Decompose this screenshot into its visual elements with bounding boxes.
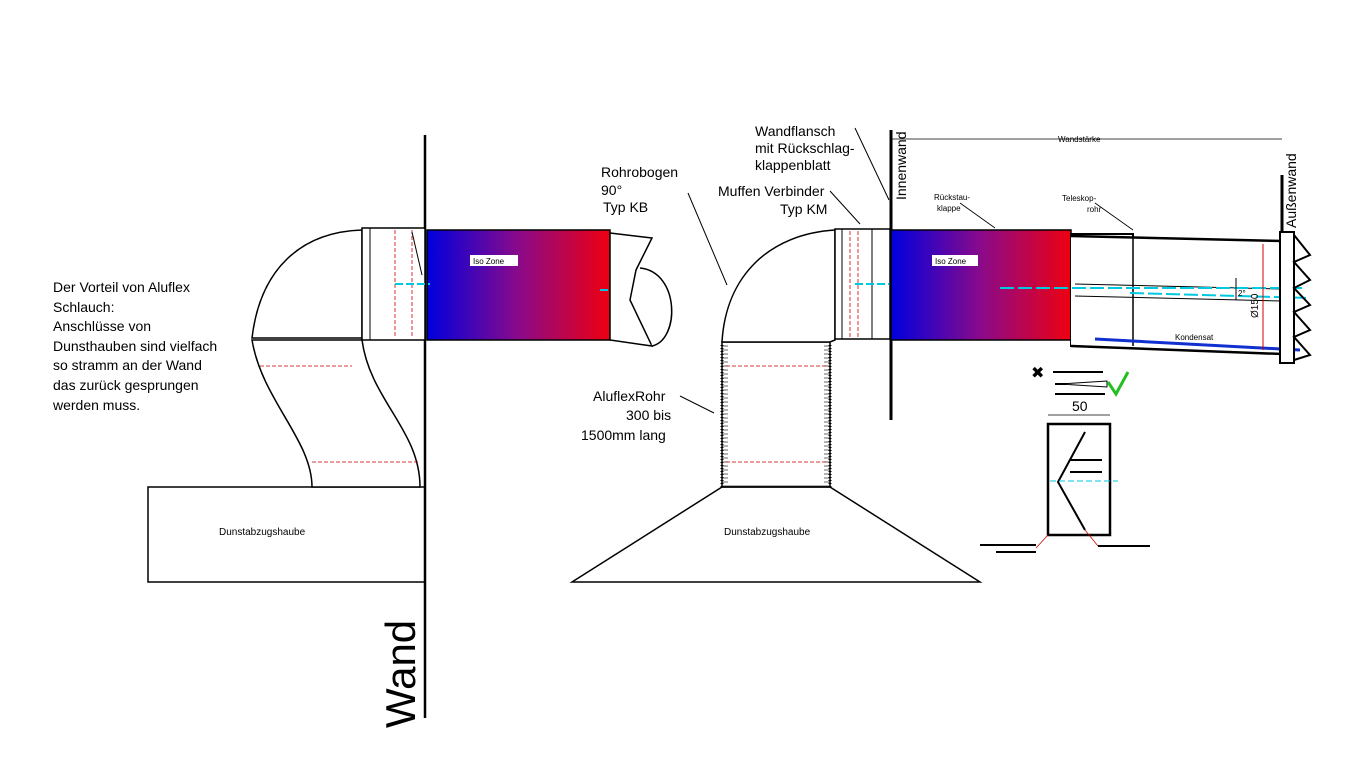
muffe-text: Muffen Verbinder Typ KM bbox=[718, 183, 828, 217]
iso-zone-right bbox=[890, 229, 1072, 341]
condensate-label: Kondensat bbox=[1175, 333, 1214, 342]
aluflex-text: AluflexRohr 300 bis 1500mm lang bbox=[581, 388, 675, 443]
wall-thickness-label: Wandstärke bbox=[1058, 135, 1101, 144]
louver-grille bbox=[1292, 234, 1312, 361]
outer-wall-plate bbox=[1279, 231, 1295, 364]
flap-detail: ✖ 50 bbox=[980, 365, 1150, 553]
wall-label: Wand bbox=[377, 620, 424, 728]
iso-zone-label-left: Iso Zone bbox=[473, 257, 505, 266]
elbow-text: Rohrobogen 90° Typ KB bbox=[601, 164, 682, 215]
iso-zone-left bbox=[426, 229, 611, 341]
elbow-middle bbox=[721, 229, 836, 343]
dim-50-label: 50 bbox=[1072, 398, 1088, 414]
iso-zone-label-right: Iso Zone bbox=[935, 257, 967, 266]
condensate-line bbox=[1094, 337, 1301, 352]
right-assembly: Iso Zone Kondensat Ø150 2° Wandstärke In… bbox=[890, 131, 1312, 364]
hood-box-left bbox=[147, 486, 426, 583]
good-check-icon bbox=[1106, 371, 1130, 397]
left-assembly: Iso Zone Der Vorteil von Aluflex Schlauc… bbox=[52, 135, 673, 728]
flange-text: Wandflansch mit Rückschlag- klappenblatt bbox=[755, 123, 858, 173]
bad-mark-icon: ✖ bbox=[1031, 365, 1044, 382]
s-bend-left bbox=[251, 339, 421, 488]
middle-assembly: Dunstabzugshaube Rohrobogen 90° Typ KB W… bbox=[569, 123, 983, 583]
telescopic-label: Teleskop- rohr bbox=[1062, 194, 1102, 214]
outer-wall-label: Außenwand bbox=[1283, 153, 1299, 228]
hood-label-left: Dunstabzugshaube bbox=[219, 527, 306, 538]
inner-wall-label: Innenwand bbox=[893, 131, 909, 200]
advantage-text: Der Vorteil von Aluflex Schlauch: Anschl… bbox=[52, 279, 221, 413]
backdraft-label: Rückstau- klappe bbox=[934, 193, 972, 213]
hood-label-middle: Dunstabzugshaube bbox=[724, 527, 811, 538]
elbow-left bbox=[251, 229, 363, 339]
slope-label: 2° bbox=[1238, 289, 1246, 298]
diameter-label: Ø150 bbox=[1250, 293, 1261, 318]
